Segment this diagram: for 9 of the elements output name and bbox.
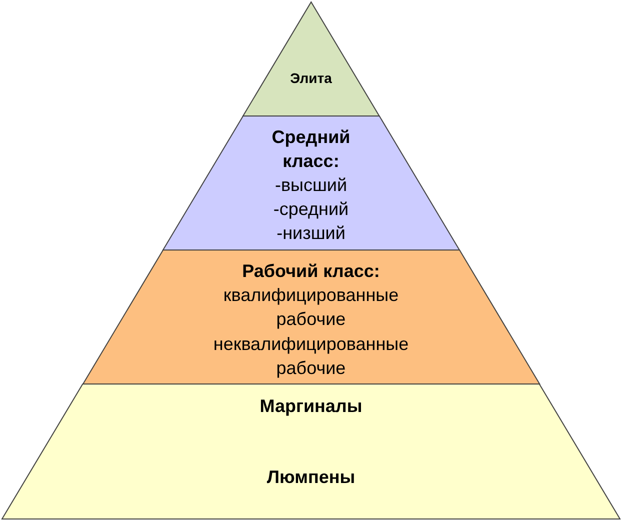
tier-item: -высший [274, 174, 347, 197]
tier-heading: Маргиналы [260, 395, 362, 417]
tier-item: -средний [273, 198, 349, 221]
tier-heading: Люмпены [266, 466, 356, 488]
tier-item: -низший [276, 222, 346, 245]
tier-heading: Элита [290, 70, 332, 86]
tier-heading: Средний класс: [270, 126, 352, 173]
tier-item: неквалифицированные рабочие [212, 332, 410, 380]
tier-heading: Рабочий класс: [242, 260, 380, 283]
